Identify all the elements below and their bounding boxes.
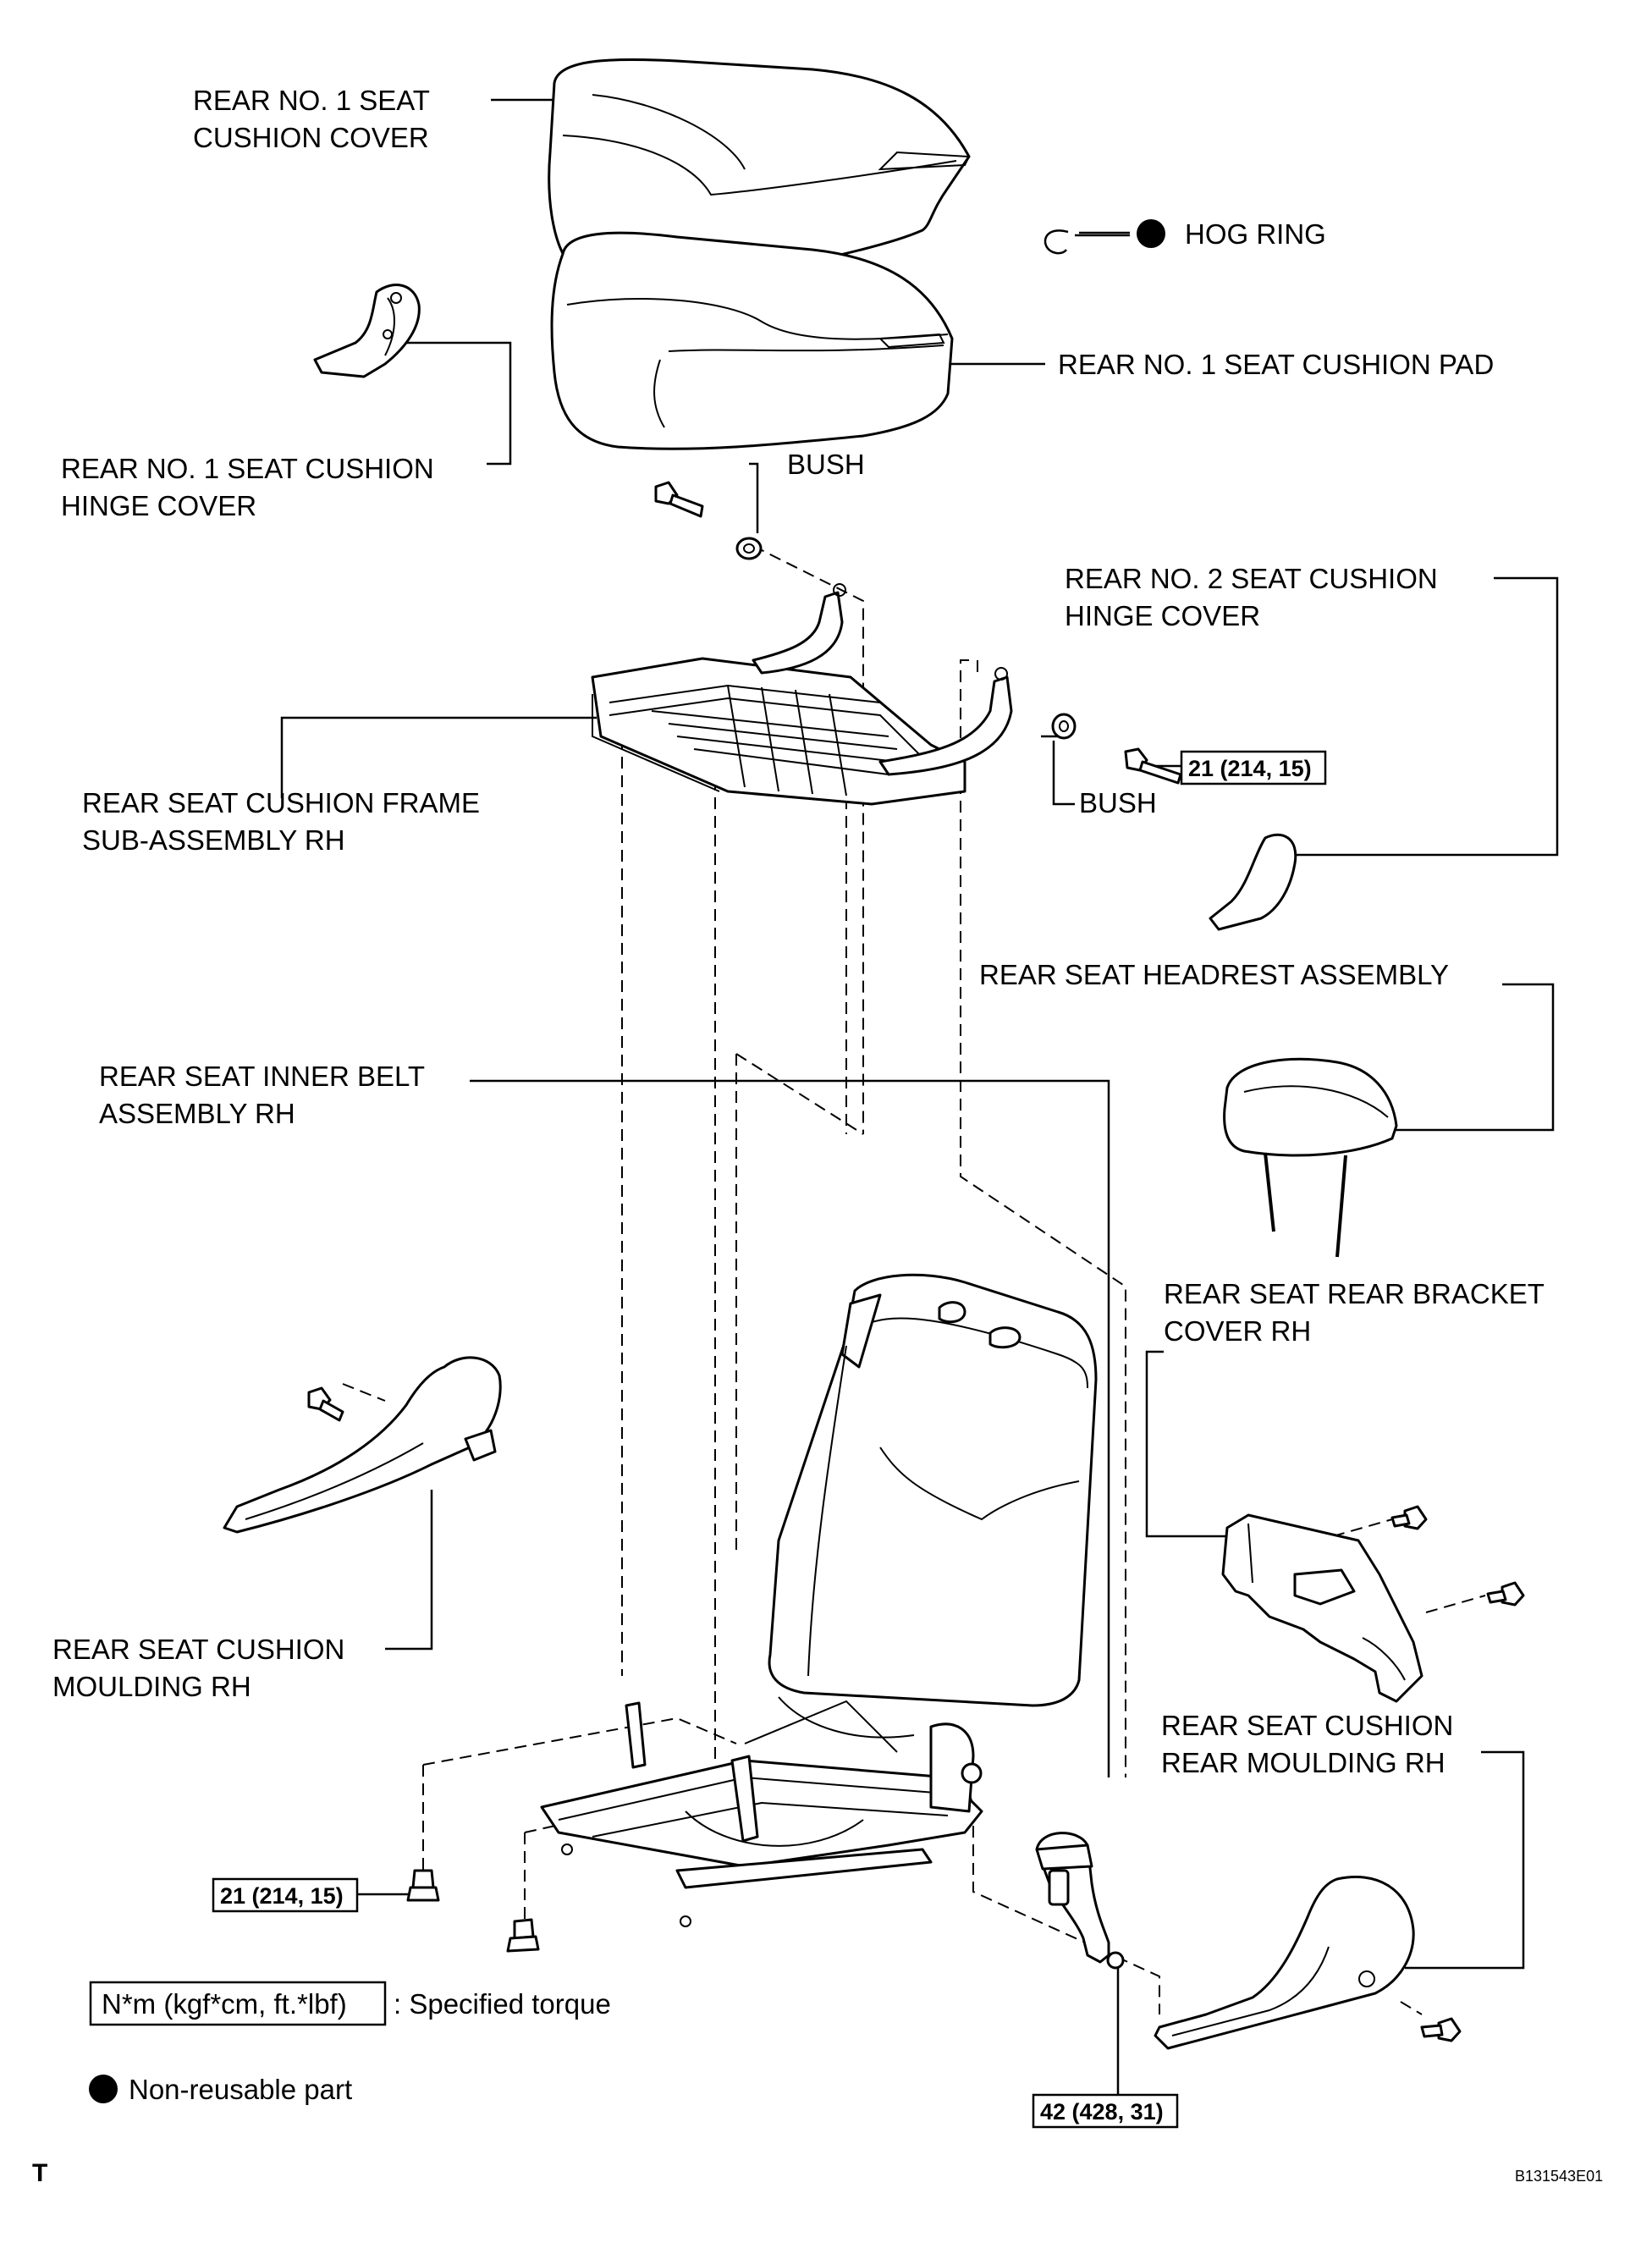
label-hinge-cover2-line1: REAR NO. 2 SEAT CUSHION (1065, 563, 1438, 594)
bolt-track-1 (406, 1869, 440, 1902)
torque-value-frame-bolt: 21 (214, 15) (1188, 756, 1312, 781)
label-hog-ring: HOG RING (1185, 218, 1326, 250)
label-hinge-cover2-line2: HINGE COVER (1065, 600, 1260, 631)
bolt-rear-moulding (1420, 2017, 1462, 2042)
bush-right (1051, 713, 1077, 740)
legend-non-reusable: Non-reusable part (129, 2074, 352, 2105)
hog-ring-icon (1044, 219, 1165, 255)
bolt-right (1124, 747, 1182, 785)
legend: N*m (kgf*cm, ft.*lbf) : Specified torque… (89, 1981, 611, 2105)
label-frame-line1: REAR SEAT CUSHION FRAME (82, 787, 480, 818)
seat-back (768, 1273, 1098, 1707)
bolt-bracket-1 (1390, 1505, 1428, 1530)
label-bush-right: BUSH (1079, 787, 1157, 818)
hinge-cover-no2 (1209, 833, 1297, 931)
label-cushion-pad: REAR NO. 1 SEAT CUSHION PAD (1058, 349, 1494, 380)
seat-track (540, 1696, 983, 1927)
label-frame-line2: SUB-ASSEMBLY RH (82, 824, 345, 856)
legend-torque-units: N*m (kgf*cm, ft.*lbf) (102, 1988, 347, 2020)
label-bracket-cover-line1: REAR SEAT REAR BRACKET (1164, 1278, 1545, 1309)
legend-torque-text: : Specified torque (394, 1988, 611, 2020)
bolt-moulding (307, 1386, 344, 1422)
torque-value-track-bolt: 21 (214, 15) (220, 1883, 344, 1909)
hinge-cover-no1 (313, 284, 421, 378)
label-moulding-line2: MOULDING RH (52, 1671, 251, 1702)
headrest (1223, 1057, 1398, 1258)
label-inner-belt-line2: ASSEMBLY RH (99, 1098, 295, 1129)
seat-cushion-moulding (223, 1356, 502, 1534)
bolt-track-2 (506, 1918, 540, 1953)
label-moulding-line1: REAR SEAT CUSHION (52, 1634, 344, 1665)
label-cushion-cover-line2: CUSHION COVER (193, 122, 429, 153)
bolt-bracket-2 (1486, 1581, 1525, 1606)
torque-value-belt-bolt: 42 (428, 31) (1040, 2099, 1164, 2125)
label-rear-moulding-line2: REAR MOULDING RH (1161, 1747, 1446, 1778)
labels: REAR NO. 1 SEAT CUSHION COVER HOG RING R… (52, 85, 1545, 1778)
leader-lines (280, 98, 1559, 2095)
label-cushion-cover-line1: REAR NO. 1 SEAT (193, 85, 430, 116)
label-bracket-cover-line2: COVER RH (1164, 1315, 1311, 1347)
label-hinge-cover1-line2: HINGE COVER (61, 490, 256, 521)
non-reusable-icon (89, 2075, 118, 2103)
bolt-top (654, 481, 704, 518)
seat-cushion-cover (548, 58, 971, 286)
label-inner-belt-line1: REAR SEAT INNER BELT (99, 1061, 425, 1092)
torque-box-frame-bolt: 21 (214, 15) (1180, 750, 1327, 785)
torque-box-track-bolt: 21 (214, 15) (212, 1877, 359, 1913)
legend-torque-box (89, 1981, 387, 2026)
seat-cushion-frame (591, 583, 1013, 806)
figure-id: B131543E01 (1515, 2168, 1603, 2185)
seat-cushion-rear-moulding (1154, 1876, 1415, 2050)
bush-top (735, 537, 763, 560)
corner-mark-t: T (32, 2159, 47, 2187)
rear-bracket-cover (1221, 1513, 1423, 1703)
torque-box-belt-bolt: 42 (428, 31) (1032, 2093, 1179, 2129)
seat-cushion-pad (550, 231, 954, 450)
label-rear-moulding-line1: REAR SEAT CUSHION (1161, 1710, 1453, 1741)
label-headrest: REAR SEAT HEADREST ASSEMBLY (979, 959, 1449, 990)
label-bush-top: BUSH (787, 449, 865, 480)
inner-belt (1035, 1832, 1125, 1970)
label-hinge-cover1-line1: REAR NO. 1 SEAT CUSHION (61, 453, 434, 484)
